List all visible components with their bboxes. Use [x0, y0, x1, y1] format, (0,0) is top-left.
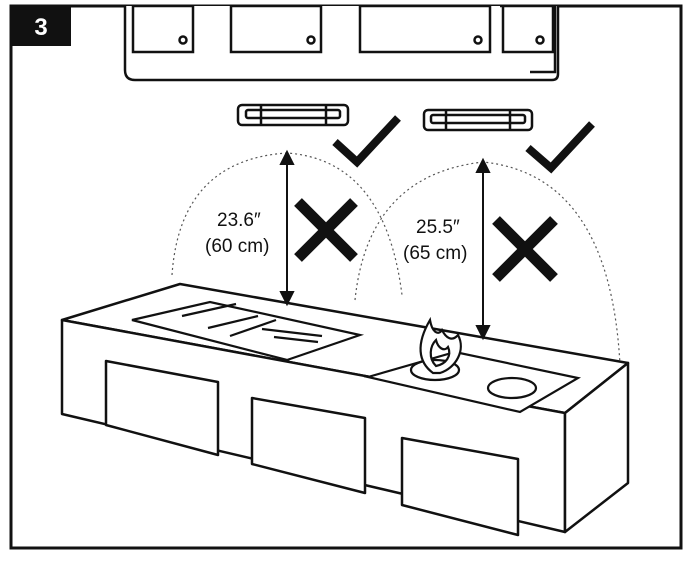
- right-height-cm: (65 cm): [403, 243, 467, 264]
- dimension-arrow-right: [475, 157, 491, 341]
- step-badge: 3: [11, 6, 71, 46]
- sink: [131, 300, 365, 362]
- checkmark-icon: [525, 121, 595, 174]
- right-height-inches: 25.5″: [416, 217, 460, 238]
- step-number: 3: [34, 14, 47, 41]
- left-height-inches: 23.6″: [217, 210, 261, 231]
- cross-icon: [492, 216, 558, 282]
- light-cone-right: [354, 161, 621, 366]
- flame-icon: [419, 316, 462, 375]
- checkmark-icon: [332, 115, 401, 168]
- cross-icon: [294, 198, 358, 262]
- left-height-cm: (60 cm): [205, 236, 269, 257]
- dimension-arrow-left: [279, 149, 295, 307]
- wall-cabinets: [123, 4, 560, 82]
- light-bar-left: [236, 103, 350, 127]
- light-bar-right: [422, 108, 534, 132]
